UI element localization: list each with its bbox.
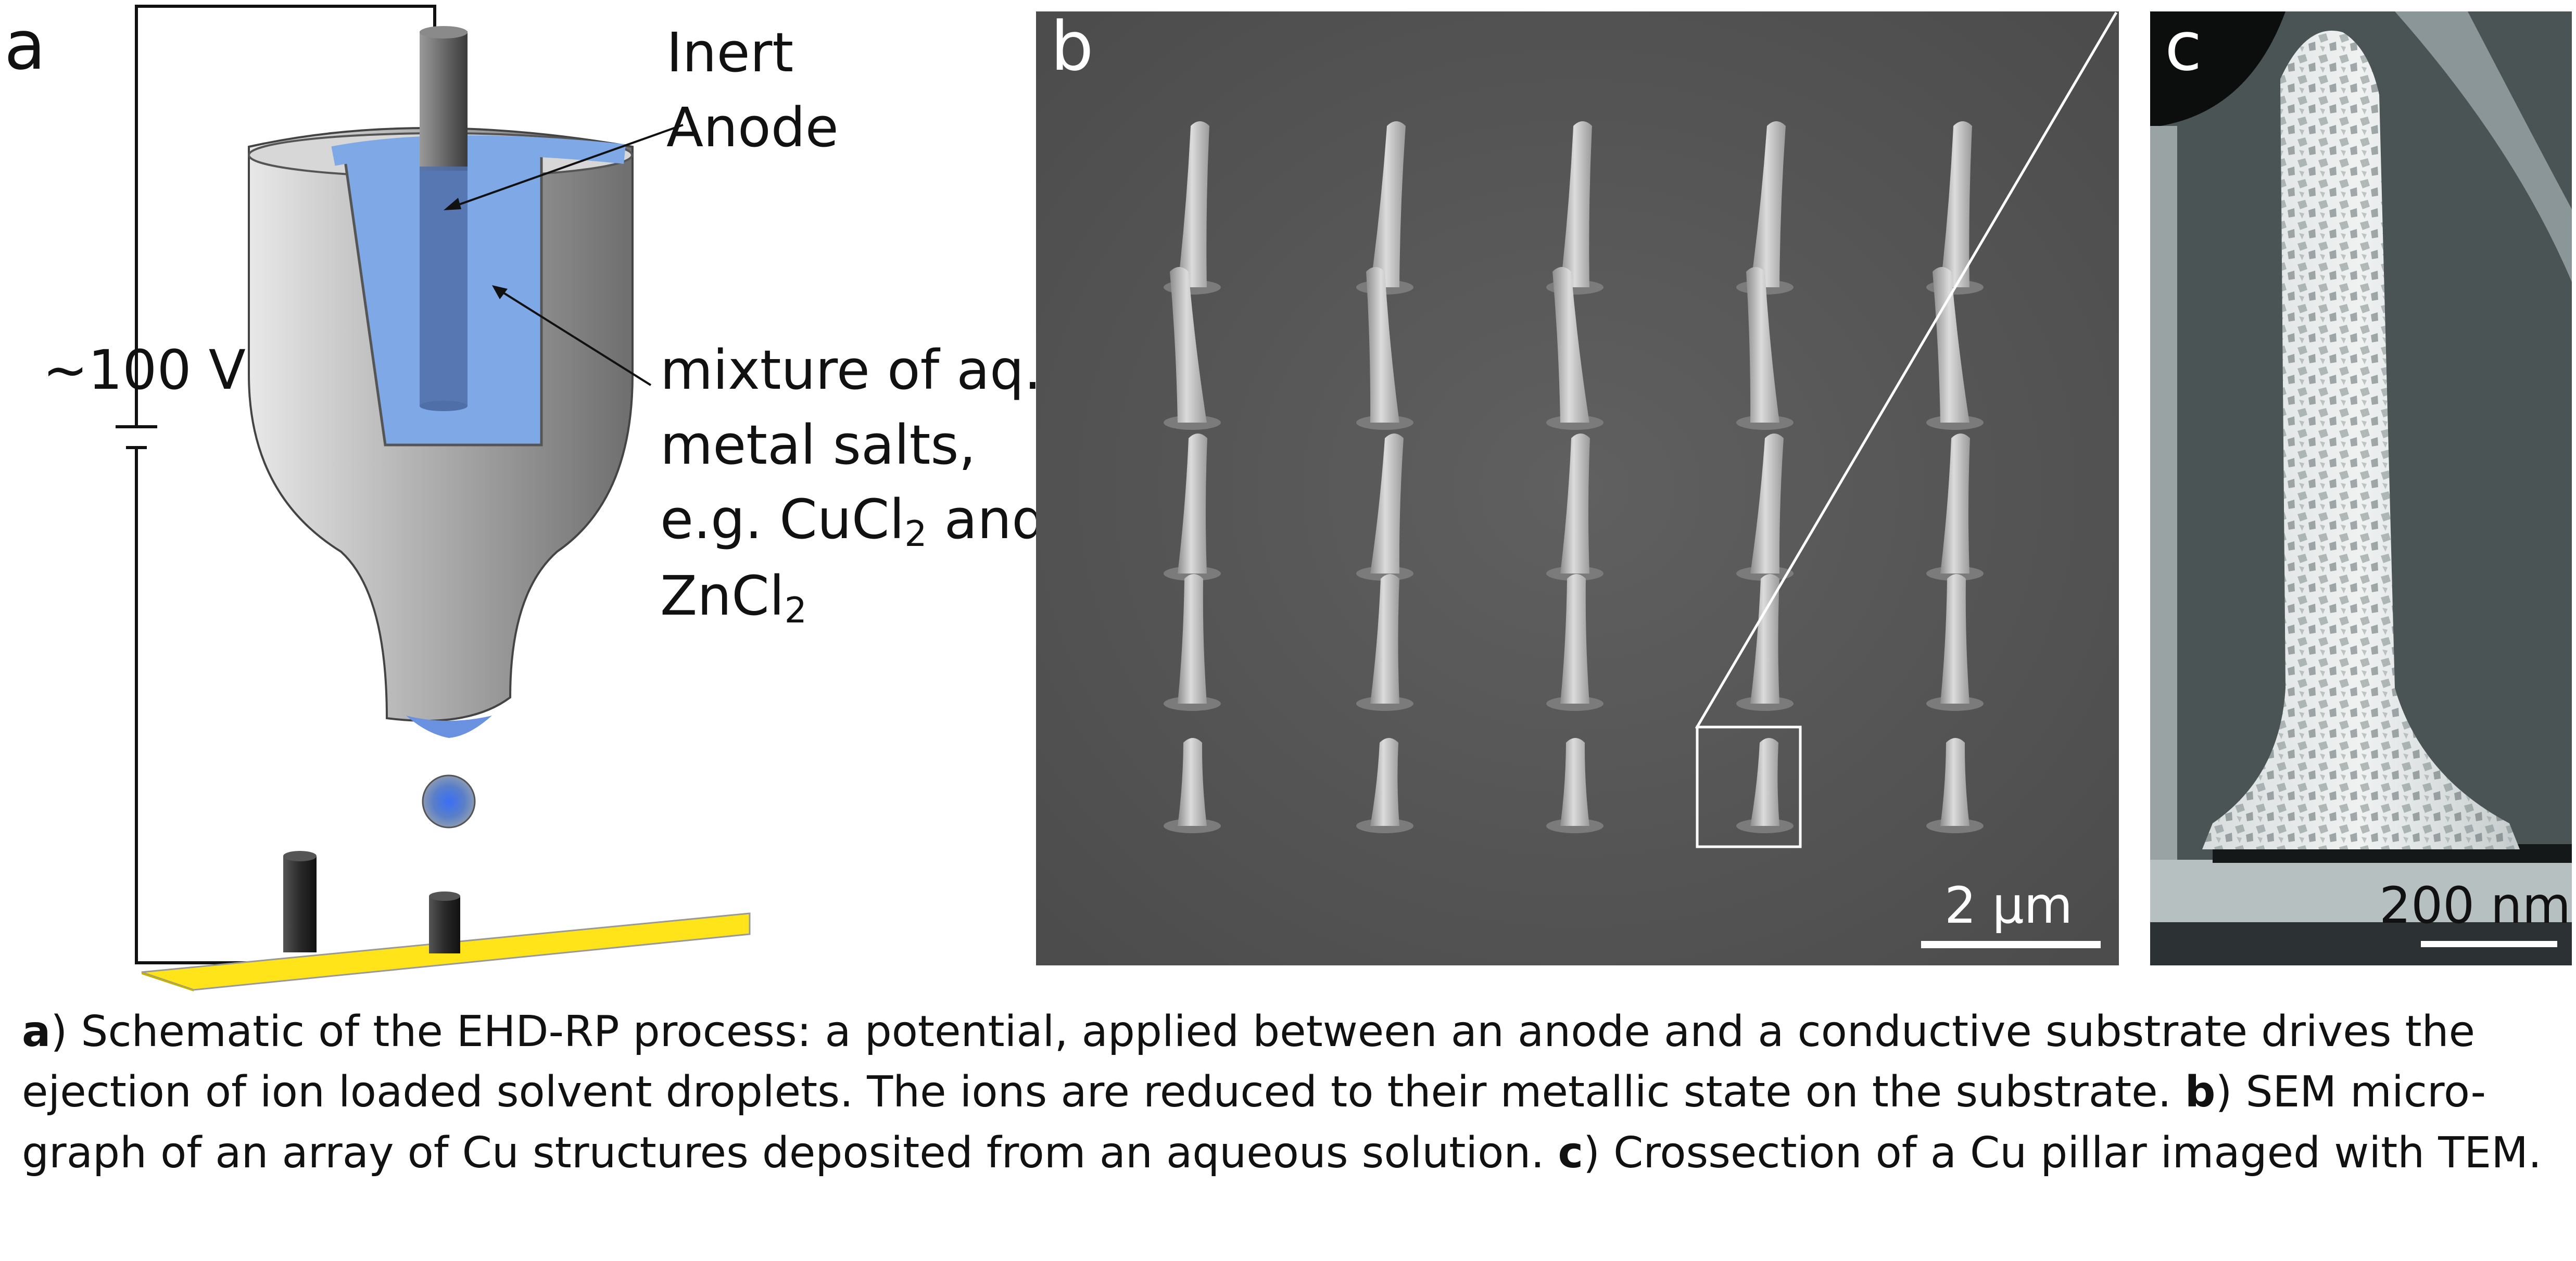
and-text: and [927,488,1046,552]
mixture-label: mixture of aq. metal salts, e.g. CuCl2 a… [660,333,1046,635]
sem-pillar [1940,738,1969,826]
anode-cap [420,26,468,39]
tem-left-strip [2150,126,2177,965]
sem-pillar [1370,574,1399,704]
tem-dark-corner [2150,11,2285,126]
sem-pillar-array [1036,11,2119,965]
caption-a-label: a [22,1007,51,1056]
sem-micrograph: b 2 µm [1036,11,2119,965]
caption-b-label: b [2184,1067,2216,1117]
sem-pillar [1940,574,1969,704]
tem-bright-band [2395,11,2572,282]
caption-c-text: ) Crossection of a Cu pillar imaged with… [1583,1128,2542,1178]
sem-pillar [1940,434,1970,574]
sem-pillar [1560,121,1592,287]
nozzle-tip-meniscus [406,716,492,738]
mixture-leader-arrow [492,285,508,299]
inert-anode-label: Inert Anode [666,16,839,165]
sem-pillar [1940,121,1972,287]
sem-pillar [1560,574,1589,704]
solution-surface [331,135,626,166]
sem-pillar [1750,121,1786,287]
sem-pillar [1178,574,1207,704]
inert-anode-line-2: Anode [666,95,839,159]
ejected-droplet [422,774,476,829]
sem-pillar [1178,434,1207,574]
tem-pillar [2150,11,2572,965]
sem-pillar [1560,738,1589,826]
inert-anode-line-1: Inert [666,21,794,84]
sem-scale-label: 2 µm [1944,876,2073,935]
sem-pillar [1933,267,1969,423]
cucl-subscript: 2 [904,513,927,555]
sem-pillar [1750,434,1784,574]
sem-pillar [1370,434,1404,574]
sem-pillar [1366,267,1399,423]
sem-pillar [1178,121,1209,287]
figure-caption: a) Schematic of the EHD-RP process: a po… [22,1002,2562,1183]
mixture-line-2: metal salts, [660,413,976,477]
sem-pillars [1164,121,1984,833]
tem-pillar-grain [2202,30,2520,849]
tem-scale-bar [2421,941,2557,947]
sem-inset-box [1696,725,1802,848]
mixture-line-3: e.g. CuCl2 and [660,482,1046,559]
mixture-line-1: mixture of aq. [660,338,1042,402]
anode-leader [448,124,684,209]
sem-scale-bar [1921,941,2101,948]
anode-submerged [420,167,468,406]
zncl-text: ZnCl [660,564,785,628]
anode-bottom [420,401,468,411]
zncl-subscript: 2 [784,590,807,631]
tem-scale-label: 200 nm [2379,876,2571,935]
mixture-line-4: ZnCl2 [660,559,1046,635]
sem-pillar [1170,267,1207,423]
zoom-line-top [1695,11,2118,730]
sem-pillar [1750,738,1779,826]
sem-pillar [1560,434,1590,574]
tem-substrate [2150,860,2572,922]
sem-pillar [1178,738,1207,826]
panel-c-letter: c [2165,11,2202,86]
pillar-tall-cap [283,851,317,861]
cucl-text: e.g. CuCl [660,488,905,552]
panel-b-letter: b [1051,11,1094,86]
mixture-leader [496,288,652,386]
pillar-short-cap [429,891,460,901]
caption-a-text: ) Schematic of the EHD-RP process: a pot… [22,1007,2476,1117]
sem-pillar [1746,267,1779,423]
panel-a-letter: a [4,6,46,85]
sem-pillar [1552,267,1589,423]
substrate-side [142,972,194,991]
pillar-short [429,896,460,953]
anode-leader-arrow [444,198,461,210]
sem-pillar [1370,738,1399,826]
caption-b-text: ) SEM micro-graph of an array of Cu stru… [22,1067,2486,1178]
anode-top [420,31,468,171]
sem-pillar [1370,121,1406,287]
eh-rp-schematic [116,5,751,991]
caption-c-label: c [1558,1128,1584,1178]
pillar-tall [283,856,317,952]
tem-micrograph: c 200 nm [2150,11,2572,965]
sem-pillar [1750,574,1779,704]
voltage-label: ~100 V [43,338,246,402]
